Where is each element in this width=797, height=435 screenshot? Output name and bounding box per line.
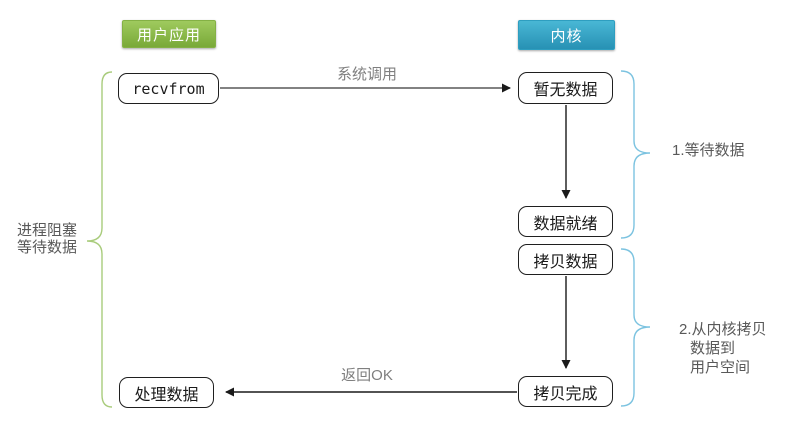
right-brace-label-copy-line1: 2.从内核拷贝: [679, 321, 767, 338]
node-copy-done: 拷贝完成: [518, 376, 613, 407]
node-process-data: 处理数据: [119, 377, 214, 408]
right-brace-label-copy-line3: 用户空间: [690, 359, 751, 376]
right-brace-label-copy: 2.从内核拷贝 数据到 用户空间: [679, 320, 767, 377]
right-brace-wait: [620, 70, 651, 239]
left-brace-label-line1: 进程阻塞: [16, 222, 77, 239]
edge-label-return-ok: 返回OK: [341, 367, 393, 384]
left-brace-label: 进程阻塞 等待数据: [8, 222, 86, 256]
left-brace-label-line2: 等待数据: [16, 239, 77, 256]
node-copy-data: 拷贝数据: [518, 244, 613, 275]
node-recvfrom: recvfrom: [118, 73, 219, 104]
right-brace-label-wait: 1.等待数据: [672, 142, 745, 159]
kernel-header: 内核: [518, 20, 615, 50]
user-app-header: 用户应用: [122, 20, 216, 48]
node-data-ready: 数据就绪: [518, 206, 613, 237]
right-brace-label-copy-line2: 数据到: [690, 340, 736, 357]
right-brace-copy: [620, 248, 651, 407]
node-no-data: 暂无数据: [518, 72, 613, 104]
edge-label-syscall: 系统调用: [336, 66, 397, 83]
left-brace: [86, 71, 113, 408]
